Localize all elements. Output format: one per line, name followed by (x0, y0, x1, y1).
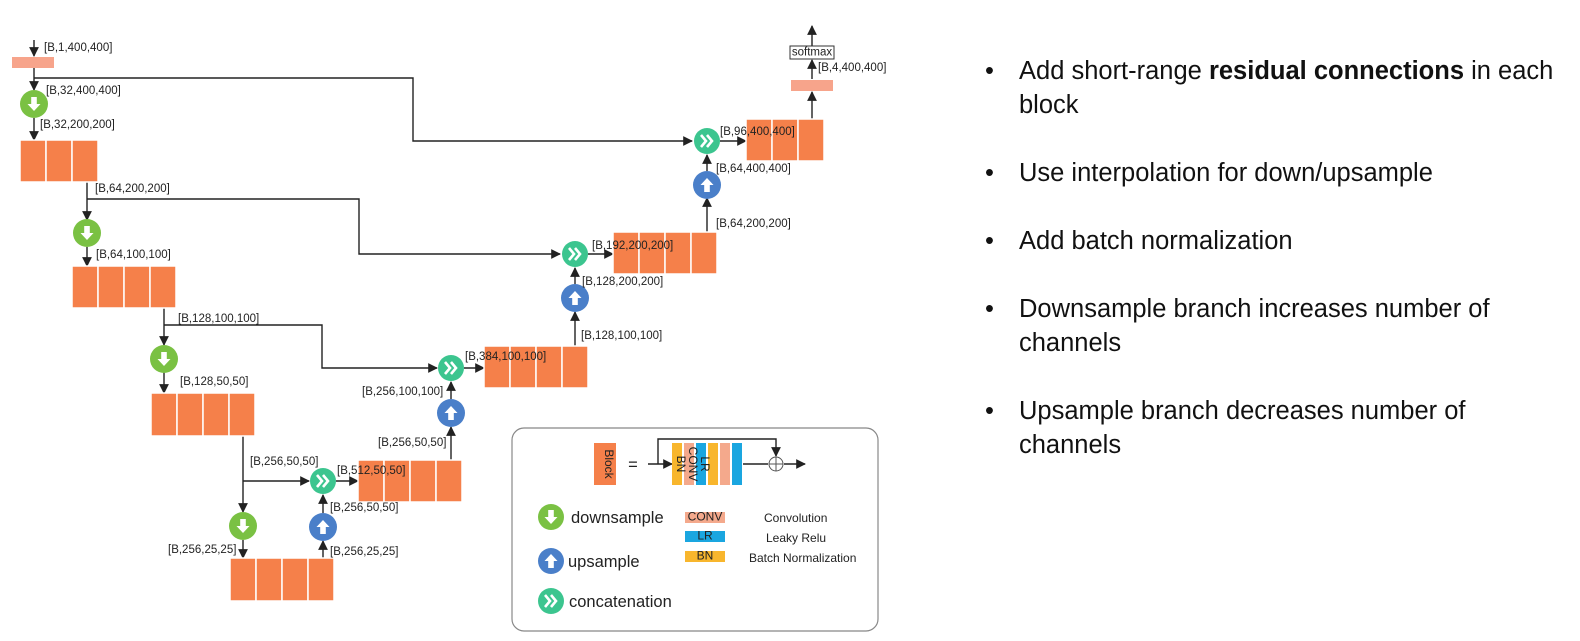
label-b2-out: [B,128,100,100] (178, 313, 259, 325)
unet-architecture-diagram: softmax [B,1,400,400] [B,32,400,400] [B,… (12, 25, 886, 632)
label-b2-in: [B,64,100,100] (96, 249, 171, 261)
label-u1-out: [B,256,25,25] (330, 546, 398, 558)
legend-equals: = (628, 456, 638, 474)
label-output: [B,4,400,400] (818, 62, 886, 74)
downsample-node-1 (20, 90, 48, 118)
key-lr-tag: LR (697, 529, 713, 543)
block-enc-1 (19, 139, 99, 183)
concat-node-2 (438, 355, 464, 381)
label-b3-out: [B,256,50,50] (250, 456, 318, 468)
bullet-text: Downsample branch increases number of ch… (1019, 295, 1490, 357)
concat-node-1 (310, 468, 336, 494)
upsample-node-3 (561, 284, 589, 312)
block-enc-3 (150, 392, 256, 437)
layer-bn-label: BN (674, 456, 688, 473)
softmax-label: softmax (792, 47, 833, 59)
downsample-node-3 (150, 345, 178, 373)
label-concat-1: [B,512,50,50] (337, 465, 405, 477)
legend-block-swatch (594, 443, 616, 485)
legend-concatenation-label: concatenation (569, 593, 672, 611)
block-dec-2 (483, 345, 589, 389)
legend-box: Block = BN CONV LR downsample upsample c… (511, 427, 879, 632)
bullet-item: Add short-range residual connections in … (985, 54, 1565, 122)
label-u4-out: [B,64,400,400] (716, 163, 791, 175)
label-b1-out: [B,64,200,200] (95, 183, 170, 195)
block-dec-3 (357, 459, 463, 503)
tensor-labels: [B,1,400,400] [B,32,400,400] [B,32,200,2… (40, 42, 886, 558)
key-bn-tag: BN (697, 549, 714, 563)
key-conv-name: Convolution (764, 511, 827, 525)
legend-concatenation (538, 588, 564, 614)
bullet-item: Use interpolation for down/upsample (985, 156, 1565, 190)
bullet-text: Use interpolation for down/upsample (1019, 159, 1433, 187)
legend-upsample (538, 548, 564, 574)
block-enc-2 (71, 265, 177, 309)
block-dec-1 (612, 231, 718, 275)
label-u2-out: [B,256,100,100] (362, 386, 443, 398)
bullet-item: Add batch normalization (985, 224, 1565, 258)
layer-lr-label: LR (698, 456, 712, 472)
label-b4-in: [B,256,25,25] (168, 544, 236, 556)
label-concat-3: [B,192,200,200] (592, 240, 673, 252)
label-u1-up: [B,256,50,50] (330, 502, 398, 514)
legend-downsample (538, 504, 564, 530)
label-b3-in: [B,128,50,50] (180, 376, 248, 388)
edges (29, 25, 817, 559)
legend-upsample-label: upsample (568, 553, 640, 571)
key-bn-name: Batch Normalization (749, 551, 856, 565)
downsample-node-4 (229, 512, 257, 540)
bullet-bold-text: residual connections (1208, 57, 1465, 85)
block-bottom (229, 557, 335, 602)
label-concat-4: [B,96,400,400] (720, 126, 795, 138)
block-dec-0 (745, 118, 825, 162)
legend-block-label: Block (602, 449, 616, 479)
bullet-text: in each block (1019, 57, 1554, 119)
label-u3-out: [B,128,200,200] (582, 276, 663, 288)
bullet-text: Add short-range (1019, 57, 1209, 85)
residual-block-diagram: BN CONV LR (648, 438, 806, 485)
input-conv-bar (12, 57, 54, 68)
label-b1-in: [B,32,200,200] (40, 119, 115, 131)
upsample-node-2 (437, 399, 465, 427)
key-conv-tag: CONV (688, 510, 723, 524)
key-lr-name: Leaky Relu (766, 531, 826, 545)
downsample-node-2 (73, 219, 101, 247)
label-concat-2: [B,384,100,100] (465, 351, 546, 363)
bullet-item: Downsample branch increases number of ch… (985, 292, 1565, 360)
concat-node-4 (694, 128, 720, 154)
label-d1-out: [B,32,400,400] (46, 85, 121, 97)
label-u2-in: [B,256,50,50] (378, 437, 446, 449)
upsample-node-4 (693, 171, 721, 199)
layer-conv-label: CONV (686, 447, 700, 482)
concat-node-3 (562, 241, 588, 267)
label-u3-in: [B,128,100,100] (581, 330, 662, 342)
softmax-box: softmax (789, 45, 835, 60)
label-input: [B,1,400,400] (44, 42, 112, 54)
bullet-list: Add short-range residual connections in … (985, 54, 1565, 496)
bullet-item: Upsample branch decreases number of chan… (985, 394, 1565, 462)
bullet-text: Upsample branch decreases number of chan… (1019, 397, 1466, 459)
upsample-node-1 (309, 513, 337, 541)
output-conv-bar (791, 80, 833, 91)
legend-downsample-label: downsample (571, 509, 664, 527)
bullet-text: Add batch normalization (1019, 227, 1293, 255)
label-u4-in: [B,64,200,200] (716, 218, 791, 230)
